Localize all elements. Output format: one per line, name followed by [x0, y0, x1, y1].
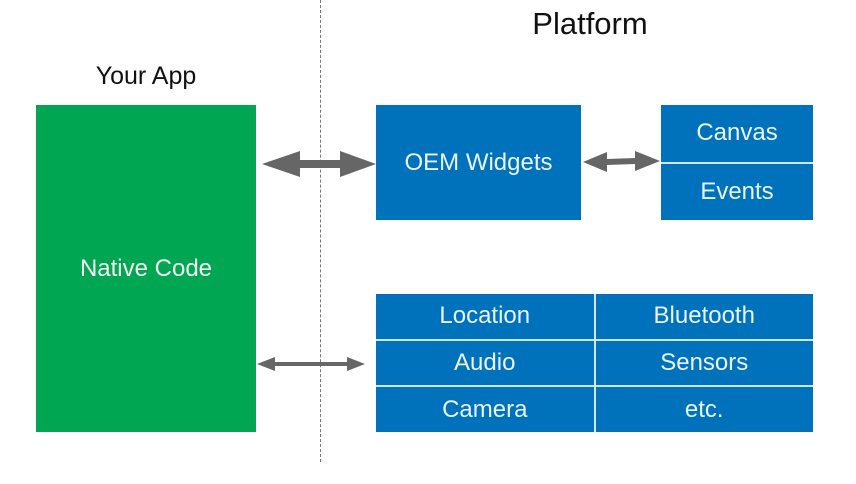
service-cell-location: Location: [376, 294, 594, 339]
services-grid: Location Bluetooth Audio Sensors Camera …: [376, 294, 813, 432]
events-cell: Events: [661, 163, 813, 220]
native-oem-arrow: [262, 151, 376, 177]
your-app-title: Your App: [95, 62, 197, 90]
service-cell-camera: Camera: [376, 387, 594, 432]
service-cell-audio: Audio: [376, 340, 594, 386]
oem-widgets-box: OEM Widgets: [376, 105, 581, 220]
oem-canvas-arrow: [583, 151, 660, 172]
oem-widgets-label: OEM Widgets: [404, 148, 553, 176]
canvas-events-box: Canvas Events: [661, 105, 813, 220]
canvas-cell: Canvas: [661, 105, 813, 162]
service-cell-sensors: Sensors: [595, 340, 813, 386]
service-cell-etc: etc.: [595, 387, 813, 432]
native-code-box: Native Code: [36, 105, 256, 432]
native-code-label: Native Code: [79, 254, 213, 282]
app-platform-divider: [320, 0, 321, 462]
platform-title: Platform: [532, 6, 648, 41]
service-cell-bluetooth: Bluetooth: [595, 294, 813, 339]
native-services-arrow: [257, 357, 365, 371]
